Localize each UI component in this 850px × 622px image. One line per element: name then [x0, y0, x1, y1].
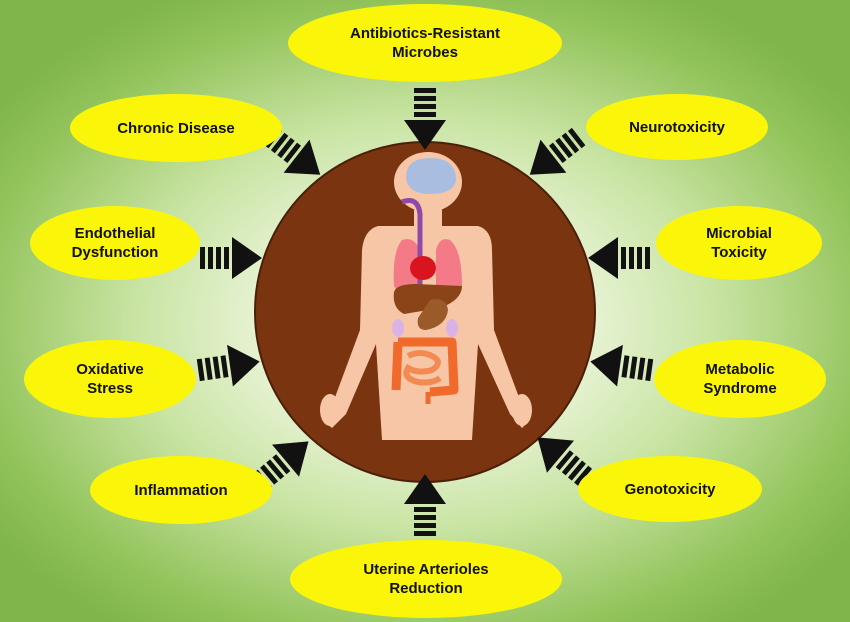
liver: [393, 284, 462, 314]
esophagus: [401, 198, 423, 296]
heart: [410, 256, 436, 280]
bubble-chronic-disease: Chronic Disease: [70, 94, 282, 162]
bubble-uterine-arterioles-reduction: Uterine Arterioles Reduction: [290, 540, 562, 618]
left-kidney: [392, 319, 404, 337]
bubble-inflammation: Inflammation: [90, 456, 272, 524]
arrow-metabolic-syndrome: [587, 340, 655, 391]
bubble-endothelial-dysfunction: Endothelial Dysfunction: [30, 206, 200, 280]
arrow-microbial-toxicity: [588, 237, 650, 279]
human-body-figure: [320, 152, 532, 440]
arrow-antibiotics: [404, 88, 446, 150]
large-intestine: [398, 337, 459, 397]
bubble-metabolic-syndrome: Metabolic Syndrome: [654, 340, 826, 418]
left-hand: [320, 394, 340, 426]
bubble-antibiotics-resistant-microbes: Antibiotics-Resistant Microbes: [288, 4, 562, 82]
right-kidney: [446, 319, 458, 337]
torso-and-arms: [322, 226, 530, 440]
stomach: [417, 299, 448, 330]
left-lung: [393, 239, 420, 292]
arrow-endothelial: [200, 237, 262, 279]
brain: [406, 158, 456, 194]
bubble-oxidative-stress: Oxidative Stress: [24, 340, 196, 418]
arrow-uterine: [404, 474, 446, 536]
small-intestine: [403, 350, 442, 386]
bubble-microbial-toxicity: Microbial Toxicity: [656, 206, 822, 280]
right-hand: [512, 394, 532, 426]
bubble-neurotoxicity: Neurotoxicity: [586, 94, 768, 160]
right-lung: [436, 239, 462, 292]
arrow-oxidative-stress: [195, 340, 263, 391]
bubble-genotoxicity: Genotoxicity: [578, 456, 762, 522]
ascending-colon: [391, 341, 403, 391]
